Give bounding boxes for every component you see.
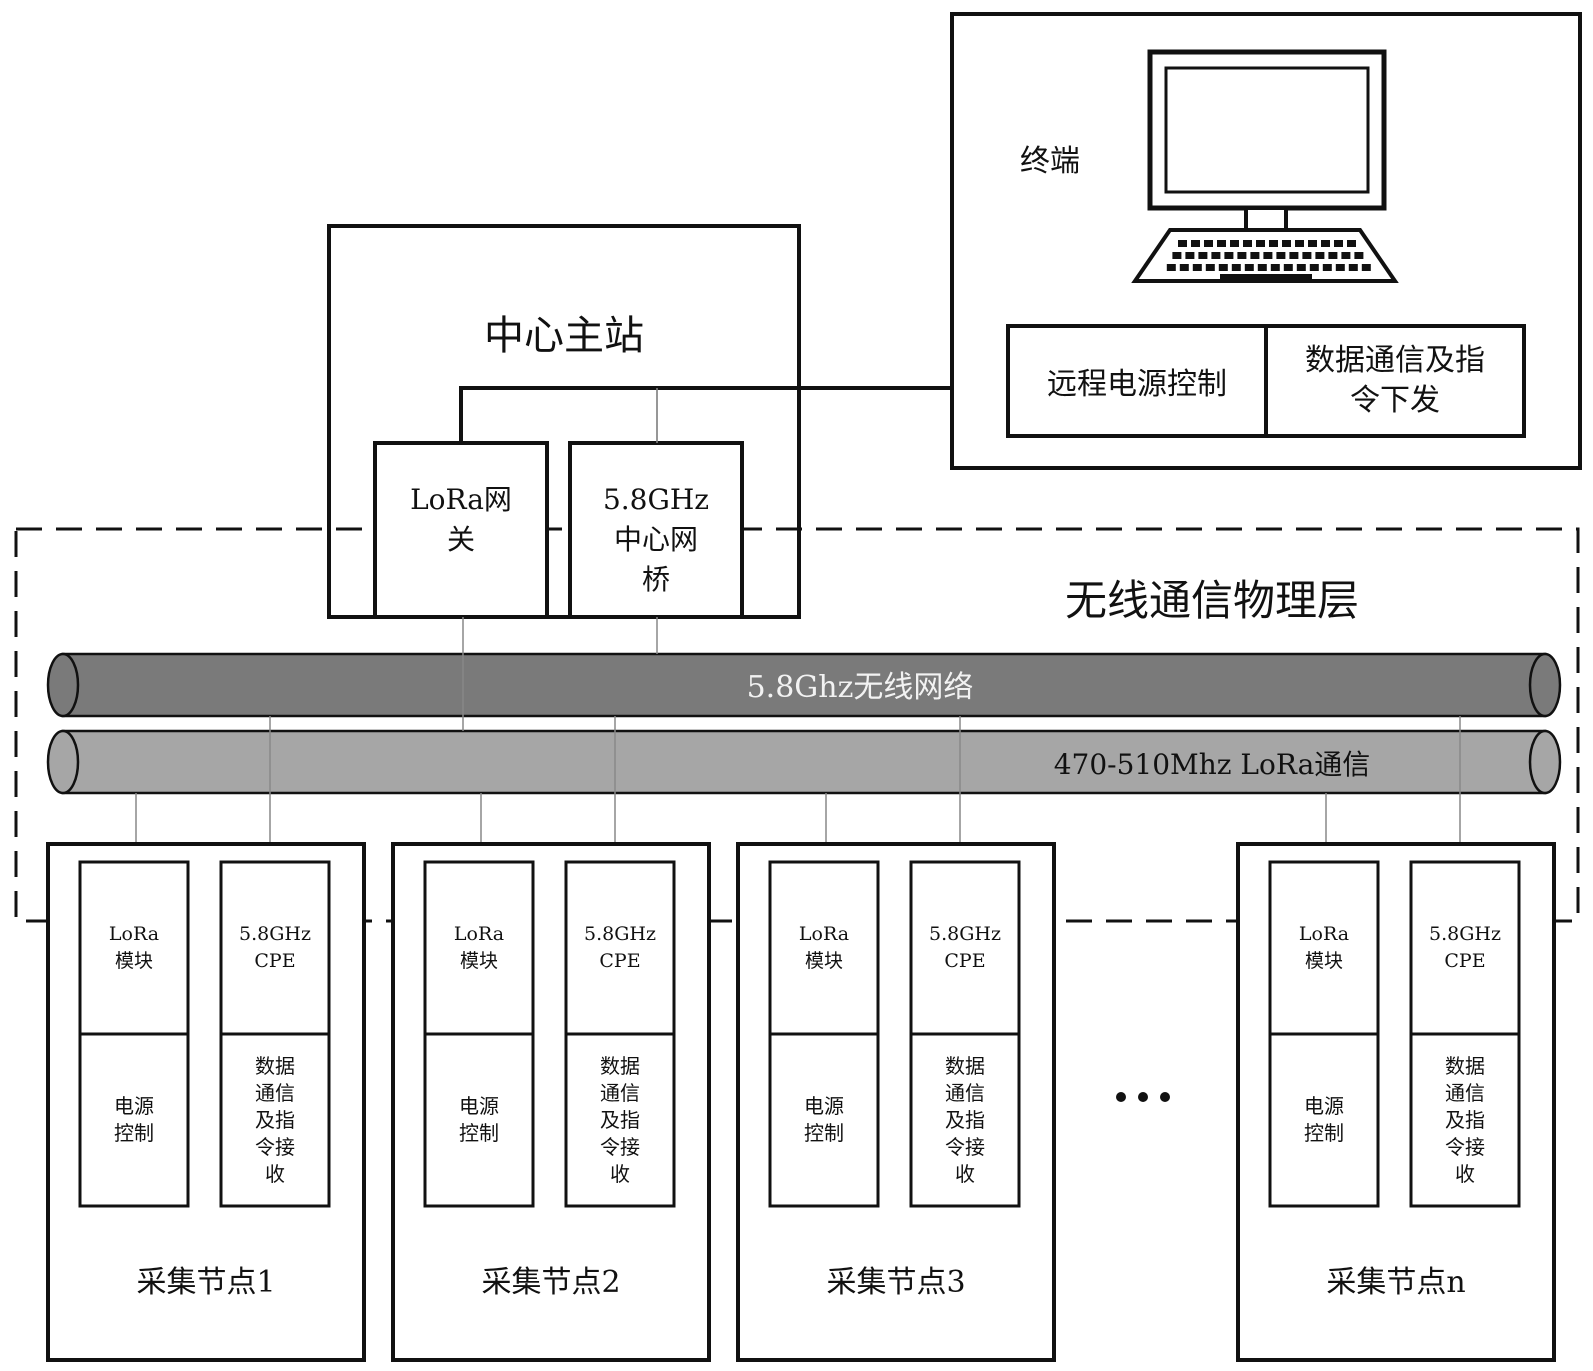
cpe-label: 5.8GHz CPE [1429,923,1501,972]
cpe-label: 5.8GHz CPE [929,923,1001,972]
master-station-panel: 中心主站 [327,224,801,619]
station-terminal-link [459,386,952,443]
power-control-box [768,1032,880,1208]
lora-module-label: LoRa 模块 [108,923,160,972]
power-control-box [78,1032,190,1208]
lora-module-label: LoRa 模块 [798,923,850,972]
data-receive-label: 数据 通信 及指 令接 收 [945,1053,985,1186]
node-title: 采集节点n [1326,1265,1466,1300]
terminal-label: 终端 [1020,144,1080,179]
cpe-box [219,860,331,1036]
master-station-title: 中心主站 [484,313,644,359]
power-control-label: 电源 控制 [1304,1094,1344,1145]
power-control-box [1268,1032,1380,1208]
lora-gateway-label: LoRa网 关 [410,483,512,556]
lora-bus-tube: 470-510Mhz LoRa通信 [46,729,1562,795]
lora-module-label: LoRa 模块 [453,923,505,972]
computer-monitor-keyboard-icon [1131,49,1399,283]
bridge-label: 5.8GHz 中心网 桥 [602,483,710,596]
node-title: 采集节点1 [136,1265,276,1300]
node-title: 采集节点2 [481,1265,621,1300]
power-control-box [423,1032,535,1208]
cpe-box [909,860,1021,1036]
collection-node [391,716,711,1362]
cpe-box [1409,860,1521,1036]
cpe-label: 5.8GHz CPE [584,923,656,972]
lora-module-box [423,860,535,1036]
remote-power-control-box [1006,324,1268,438]
power-control-label: 电源 控制 [804,1094,844,1145]
data-receive-box [219,1032,331,1208]
data-receive-box [1409,1032,1521,1208]
data-receive-label: 数据 通信 及指 令接 收 [255,1053,295,1186]
data-command-box [1264,324,1526,438]
terminal-panel: 终端 [950,12,1582,470]
lora-bus-label: 470-510Mhz LoRa通信 [1054,748,1371,781]
power-control-label: 电源 控制 [114,1094,154,1145]
data-receive-box [909,1032,1021,1208]
data-receive-label: 数据 通信 及指 令接 收 [600,1053,640,1186]
data-receive-label: 数据 通信 及指 令接 收 [1445,1053,1485,1186]
network-58ghz-label: 5.8Ghz无线网络 [747,670,974,705]
remote-power-control-label: 远程电源控制 [1047,367,1227,402]
more-nodes-ellipsis [1116,1092,1170,1102]
bridge-box [568,441,744,619]
wireless-layer-title: 无线通信物理层 [1065,576,1359,625]
cpe-box [564,860,676,1036]
lora-module-box [78,860,190,1036]
lora-gateway-box [373,441,549,619]
data-receive-box [564,1032,676,1208]
lora-module-label: LoRa 模块 [1298,923,1350,972]
data-command-label: 数据通信及指 令下发 [1305,343,1485,418]
cpe-label: 5.8GHz CPE [239,923,311,972]
collection-node [46,716,366,1362]
network-58ghz-tube: 5.8Ghz无线网络 [46,652,1562,718]
power-control-label: 电源 控制 [459,1094,499,1145]
collection-node [736,716,1056,1362]
lora-module-box [768,860,880,1036]
collection-node [1236,716,1556,1362]
node-title: 采集节点3 [826,1265,966,1300]
